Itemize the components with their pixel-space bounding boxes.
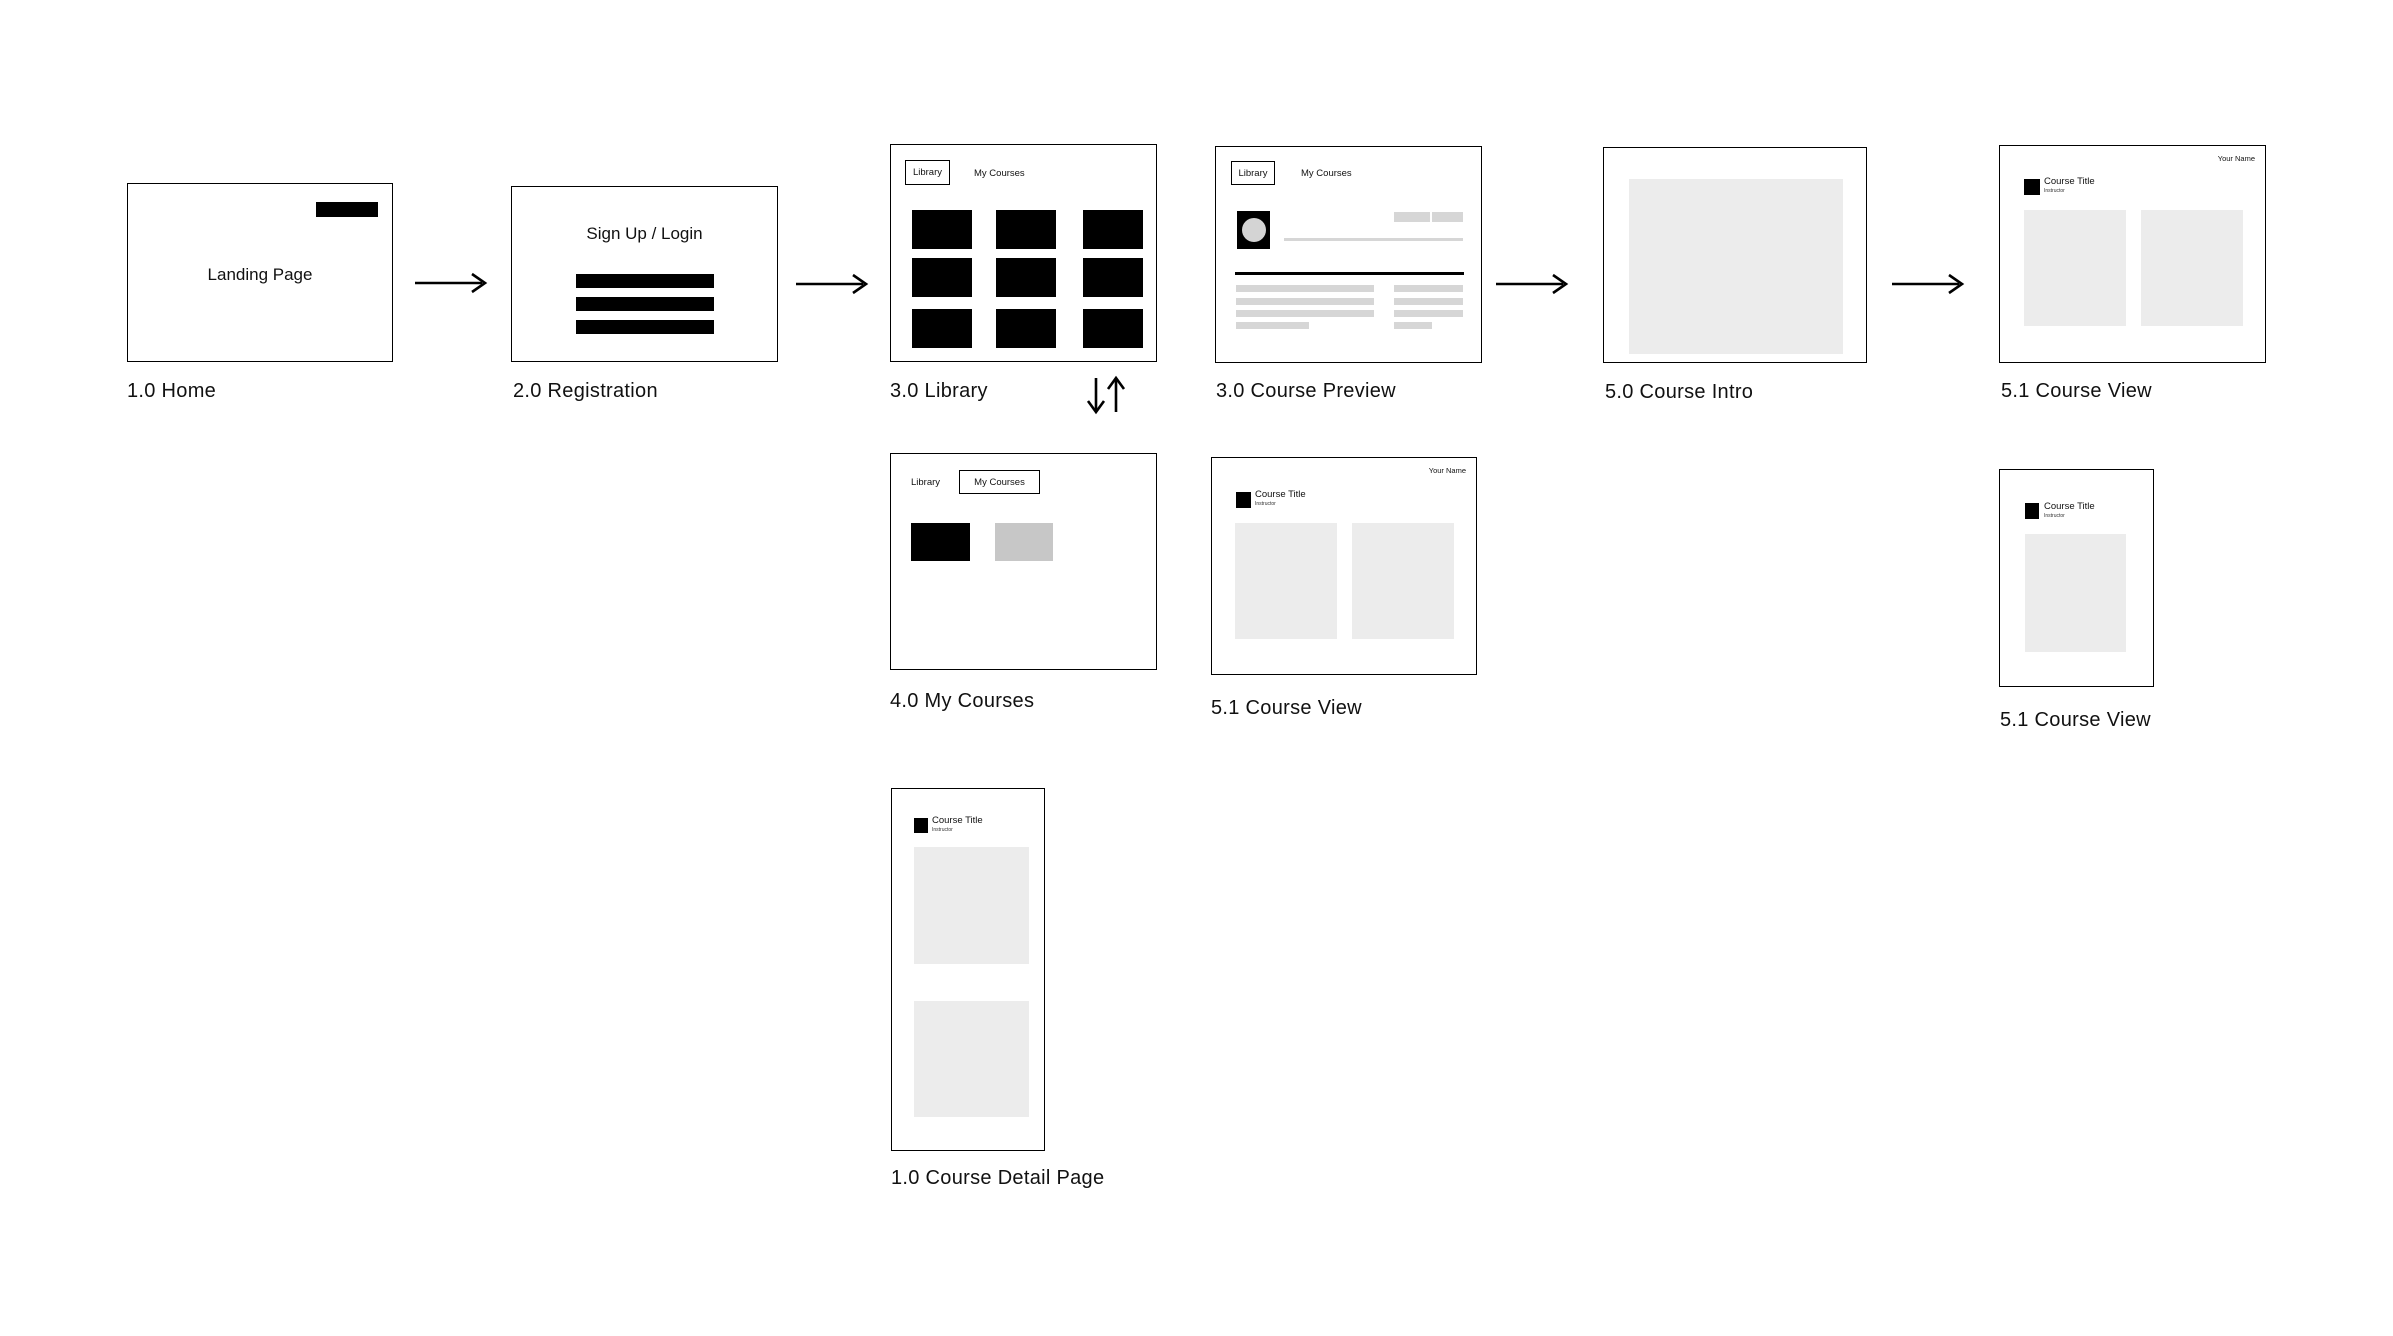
tab-library[interactable]: Library — [911, 477, 941, 488]
course-tile[interactable] — [1083, 210, 1143, 249]
screen-course-view-label: 5.1 Course View — [2000, 709, 2151, 731]
course-tile[interactable] — [996, 309, 1056, 348]
screen-library-label: 3.0 Library — [890, 380, 988, 402]
course-logo-icon — [1236, 492, 1251, 508]
user-name-text: Your Name — [1428, 466, 1466, 475]
course-tile[interactable] — [1083, 309, 1143, 348]
text-line-placeholder — [1394, 310, 1463, 317]
meta-chip — [1394, 212, 1430, 222]
course-tile[interactable] — [912, 210, 972, 249]
landing-page-title: Landing Page — [207, 265, 313, 284]
course-logo-icon — [914, 818, 928, 833]
form-field-placeholder[interactable] — [576, 320, 714, 334]
screen-registration-label: 2.0 Registration — [513, 380, 658, 402]
screen-course-view-label: 5.1 Course View — [2001, 380, 2152, 402]
course-title-text: Course Title — [1255, 489, 1306, 500]
text-line-placeholder — [1394, 298, 1463, 305]
screen-course-detail-label: 1.0 Course Detail Page — [891, 1167, 1105, 1189]
cta-button-placeholder[interactable] — [316, 202, 378, 217]
tab-library-text: Library — [912, 167, 943, 178]
content-panel — [2025, 534, 2126, 652]
course-tile[interactable] — [1083, 258, 1143, 297]
screen-course-view-frame[interactable]: Your Name Course Title Instructor — [1211, 457, 1477, 675]
meta-chip — [1432, 212, 1463, 222]
content-panel — [1352, 523, 1454, 639]
course-logo-icon — [2025, 503, 2039, 519]
tab-my-courses-text: My Courses — [974, 476, 1025, 488]
instructor-text: Instructor — [2044, 187, 2065, 194]
flow-arrow-icon — [796, 273, 869, 295]
text-line-placeholder — [1394, 285, 1463, 292]
screen-course-preview-label: 3.0 Course Preview — [1216, 380, 1396, 402]
video-placeholder — [1629, 179, 1843, 354]
content-panel — [2024, 210, 2126, 326]
tab-library[interactable]: Library — [905, 160, 950, 185]
course-tile-inactive[interactable] — [995, 523, 1053, 561]
course-tile[interactable] — [912, 309, 972, 348]
instructor-text: Instructor — [2044, 512, 2065, 519]
course-tile[interactable] — [996, 210, 1056, 249]
arrow-down-up-icon — [1086, 375, 1126, 415]
flow-arrow-icon — [1892, 273, 1965, 295]
screen-course-view-frame[interactable]: Course Title Instructor — [1999, 469, 2154, 687]
course-thumbnail[interactable] — [1237, 211, 1270, 249]
avatar-icon — [1241, 218, 1266, 242]
tab-my-courses[interactable]: My Courses — [959, 470, 1040, 494]
tab-library-text: Library — [1238, 167, 1268, 179]
screen-home-frame[interactable]: Landing Page — [127, 183, 393, 362]
tab-my-courses[interactable]: My Courses — [974, 168, 1025, 179]
screen-my-courses-frame[interactable]: Library My Courses — [890, 453, 1157, 670]
content-panel — [1235, 523, 1337, 639]
tab-my-courses[interactable]: My Courses — [1301, 168, 1352, 179]
form-field-placeholder[interactable] — [576, 297, 714, 311]
text-line-placeholder — [1236, 322, 1309, 329]
text-line-placeholder — [1236, 285, 1374, 292]
screen-course-detail-frame[interactable]: Course Title Instructor — [891, 788, 1045, 1151]
screen-my-courses-label: 4.0 My Courses — [890, 690, 1035, 712]
tab-library[interactable]: Library — [1231, 161, 1275, 185]
screen-course-view-frame[interactable]: Your Name Course Title Instructor — [1999, 145, 2266, 363]
screen-course-view-label: 5.1 Course View — [1211, 697, 1362, 719]
screen-course-intro-label: 5.0 Course Intro — [1605, 381, 1754, 403]
course-title-text: Course Title — [2044, 501, 2095, 512]
course-logo-icon — [2024, 179, 2040, 195]
course-tile[interactable] — [996, 258, 1056, 297]
course-title-text: Course Title — [932, 815, 983, 826]
flow-arrow-icon — [415, 272, 488, 294]
text-line-placeholder — [1236, 298, 1374, 305]
section-divider — [1235, 272, 1464, 275]
screen-home-label: 1.0 Home — [127, 380, 217, 402]
text-line-placeholder — [1394, 322, 1432, 329]
screen-library-frame[interactable]: Library My Courses — [890, 144, 1157, 362]
flow-arrow-icon — [1496, 273, 1569, 295]
title-line-placeholder — [1284, 238, 1463, 241]
form-field-placeholder[interactable] — [576, 274, 714, 288]
screen-registration-frame[interactable]: Sign Up / Login — [511, 186, 778, 362]
instructor-text: Instructor — [1255, 500, 1276, 507]
user-name-text: Your Name — [2217, 154, 2255, 163]
screen-course-preview-frame[interactable]: Library My Courses — [1215, 146, 1482, 363]
text-line-placeholder — [1236, 310, 1374, 317]
signup-login-title: Sign Up / Login — [586, 224, 703, 243]
course-title-text: Course Title — [2044, 176, 2095, 187]
instructor-text: Instructor — [932, 826, 953, 833]
content-panel — [2141, 210, 2243, 326]
screen-course-intro-frame[interactable] — [1603, 147, 1867, 363]
course-tile[interactable] — [912, 258, 972, 297]
content-panel — [914, 847, 1029, 964]
course-tile[interactable] — [911, 523, 970, 561]
content-panel — [914, 1001, 1029, 1117]
